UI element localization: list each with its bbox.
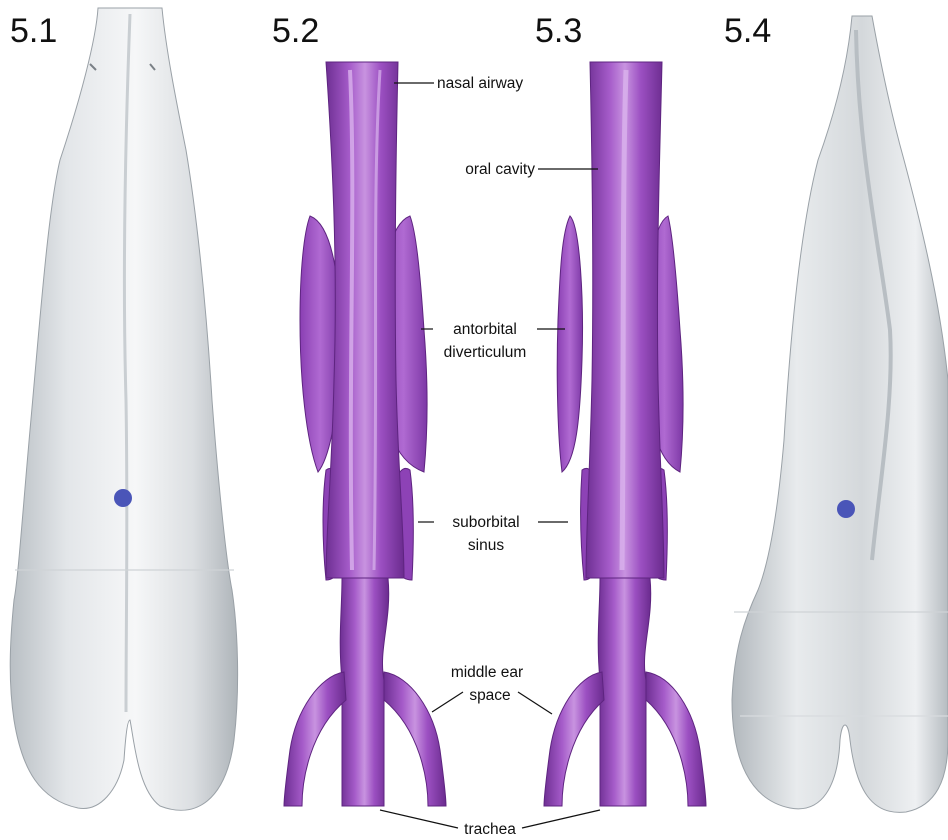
panel-label-5-4: 5.4 — [724, 12, 771, 50]
label-nasal-airway: nasal airway — [437, 75, 523, 92]
leader-middle-ear-left — [432, 692, 463, 712]
panel-label-5-3: 5.3 — [535, 12, 582, 50]
leader-trachea-left — [380, 810, 458, 828]
label-oral-cavity: oral cavity — [465, 161, 535, 178]
label-trachea: trachea — [464, 821, 516, 838]
label-sinus: sinus — [468, 537, 504, 554]
label-diverticulum: diverticulum — [444, 344, 527, 361]
label-antorbital: antorbital — [453, 321, 517, 338]
panel-label-5-1: 5.1 — [10, 12, 57, 50]
leader-middle-ear-right — [518, 692, 552, 714]
panel-5-3-airway — [544, 62, 706, 806]
label-space: space — [469, 687, 510, 704]
panel-label-5-2: 5.2 — [272, 12, 319, 50]
marker-dot — [114, 489, 132, 507]
leader-trachea-right — [522, 810, 600, 828]
panel-5-2-airway — [284, 62, 446, 806]
label-middle-ear: middle ear — [451, 664, 523, 681]
panel-5-4-head — [732, 16, 948, 812]
panel-5-1-head — [10, 8, 237, 810]
label-suborbital: suborbital — [452, 514, 519, 531]
marker-dot — [837, 500, 855, 518]
